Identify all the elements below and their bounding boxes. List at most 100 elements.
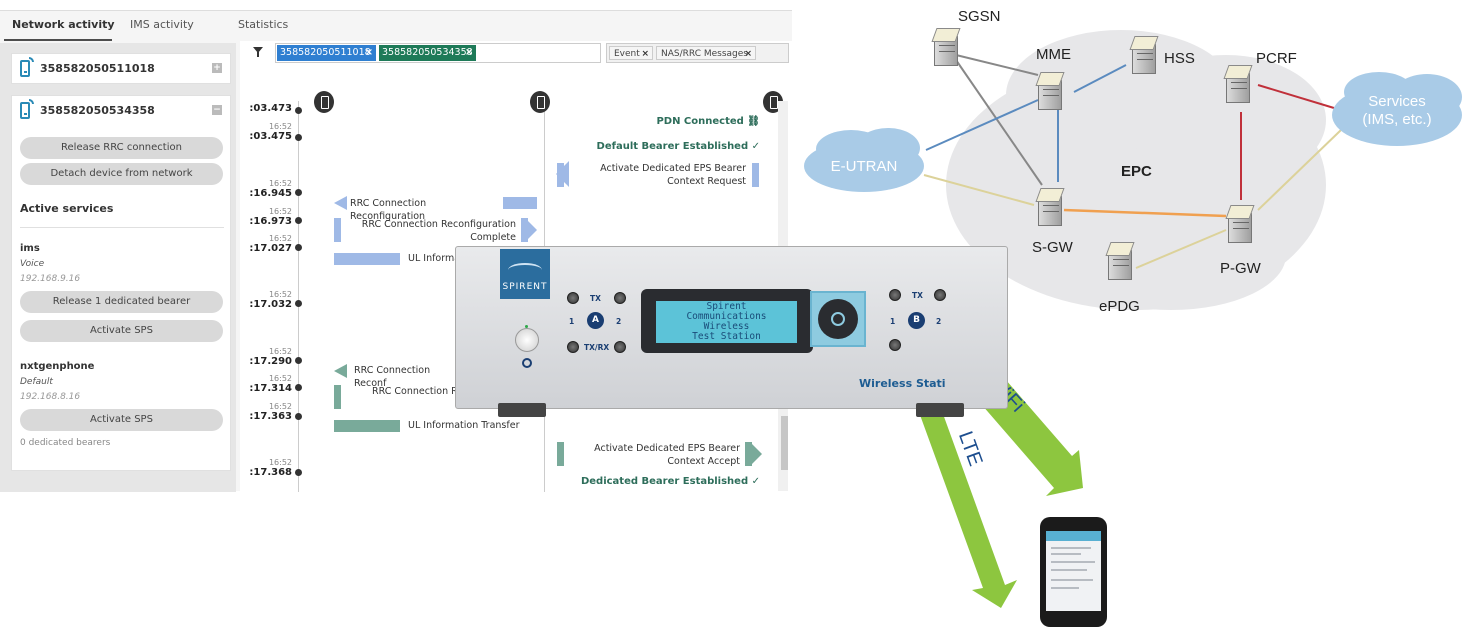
message-arrow-head [525, 218, 537, 242]
station-foot [916, 403, 964, 417]
service-ip: 192.168.9.16 [20, 274, 81, 284]
navigation-pad[interactable] [810, 291, 866, 347]
spirent-logo: SPIRENT [500, 249, 550, 299]
event-chip[interactable]: NAS/RRC Messages× [656, 46, 756, 60]
device-id: 358582050511018 [40, 62, 155, 75]
activate-sps-button[interactable]: Activate SPS [20, 320, 223, 342]
message-arrow-tail [557, 442, 564, 466]
event-default-bearer[interactable]: Default Bearer Established ✓ [596, 141, 760, 152]
mobile-device-icon [20, 99, 34, 119]
smartphone-screen [1046, 531, 1101, 611]
message-ul-information-transfer[interactable]: UL Information Transfer [408, 420, 520, 431]
release-rrc-button[interactable]: Release RRC connection [20, 137, 223, 159]
station-foot [498, 403, 546, 417]
device-card[interactable]: 358582050511018 + [11, 53, 231, 84]
message-arrow-head [556, 161, 569, 187]
event-pdn-connected[interactable]: PDN Connected ⛓ [656, 116, 760, 127]
device-id: 358582050534358 [40, 104, 155, 117]
tab-bar: Network activity IMS activity Statistics [0, 11, 792, 41]
port-number: 1 [569, 317, 575, 326]
antenna-lane-icon [530, 91, 550, 113]
device-filter-input[interactable]: 358582050511018× 358582050534358× [275, 43, 601, 63]
eutran-cloud-part [856, 128, 920, 168]
event-filter-input[interactable]: Event× NAS/RRC Messages× [606, 43, 789, 63]
sgsn-server-icon [931, 28, 961, 66]
link-mme-hss [1073, 64, 1127, 93]
message-arrow-head [750, 442, 762, 466]
timestamp: 16:52:17.363 [249, 402, 292, 422]
service-type: Voice [20, 259, 45, 269]
remove-chip-icon[interactable]: × [641, 49, 649, 59]
timestamp: 16:52:16.973 [249, 207, 292, 227]
timestamp: 16:52:17.290 [249, 347, 292, 367]
timeline-dot [295, 217, 302, 224]
pgw-server-icon [1225, 205, 1255, 243]
port-b-badge: B [908, 312, 925, 329]
filter-bar: 358582050511018× 358582050534358× Event×… [240, 41, 792, 65]
rf-connector-icon [567, 341, 579, 353]
tab-statistics[interactable]: Statistics [238, 18, 289, 31]
service-type: Default [20, 377, 53, 387]
pgw-label: P-GW [1220, 260, 1261, 277]
message-rrc-reconfiguration[interactable]: RRC Connection Reconf [354, 365, 431, 389]
active-services-title: Active services [20, 202, 114, 215]
port-number: 2 [936, 317, 942, 326]
event-dedicated-bearer[interactable]: Dedicated Bearer Established ✓ [580, 476, 760, 487]
services-cloud-part [1392, 74, 1462, 120]
rf-connector-icon [614, 341, 626, 353]
timeline-dot [295, 300, 302, 307]
tab-network-activity[interactable]: Network activity [12, 18, 115, 31]
sgsn-label: SGSN [958, 8, 1001, 25]
event-chip[interactable]: Event× [609, 46, 653, 60]
message-arrow-bar [334, 218, 341, 242]
timeline-dot [295, 107, 302, 114]
message-arrow-head [334, 364, 347, 378]
lte-label: LTE [954, 428, 987, 469]
message-activate-dedicated-accept[interactable]: Activate Dedicated EPS Bearer Context Ac… [594, 443, 740, 467]
filter-chip[interactable]: 358582050511018× [277, 45, 376, 61]
release-dedicated-bearer-button[interactable]: Release 1 dedicated bearer [20, 291, 223, 313]
remove-chip-icon[interactable]: × [744, 49, 752, 59]
activate-sps-button[interactable]: Activate SPS [20, 409, 223, 431]
port-number: 2 [616, 317, 622, 326]
remove-chip-icon[interactable]: × [365, 47, 373, 58]
sgw-label: S-GW [1032, 239, 1073, 256]
remove-chip-icon[interactable]: × [465, 47, 473, 58]
tab-ims-activity[interactable]: IMS activity [130, 18, 194, 31]
scrollbar-thumb[interactable] [781, 416, 788, 470]
collapse-icon[interactable]: − [212, 105, 222, 115]
rf-connector-icon [934, 289, 946, 301]
link-sgw-pgw [1063, 208, 1227, 218]
rf-connector-icon [889, 289, 901, 301]
port-number: 1 [890, 317, 896, 326]
eutran-label: E-UTRAN [830, 158, 898, 175]
power-button[interactable] [515, 328, 539, 352]
message-activate-dedicated-request[interactable]: Activate Dedicated EPS Bearer Context Re… [600, 163, 746, 187]
filter-icon[interactable] [253, 47, 263, 57]
message-rrc-reconfiguration-complete[interactable]: RRC Connection Re [372, 386, 464, 397]
timeline-dot [295, 469, 302, 476]
link-sgsn-sgw [955, 59, 1043, 186]
message-arrow-head [334, 196, 347, 210]
link-eutran-mme [925, 99, 1039, 151]
timestamp: 16:52:17.027 [249, 234, 292, 254]
tx-label: TX [912, 291, 923, 300]
timestamp: 16:52:17.314 [249, 374, 292, 394]
message-arrow-bar [503, 197, 537, 209]
timestamp: 16:52:03.475 [249, 122, 292, 142]
timeline-dot [295, 189, 302, 196]
port-a-badge: A [587, 312, 604, 329]
filter-chip[interactable]: 358582050534358× [379, 45, 476, 61]
rf-connector-icon [889, 339, 901, 351]
diagram-links [923, 54, 1342, 269]
detach-device-button[interactable]: Detach device from network [20, 163, 223, 185]
expand-icon[interactable]: + [212, 63, 222, 73]
message-rrc-reconfiguration[interactable]: RRC Connection Reconfiguration [350, 198, 427, 222]
timestamp: :03.473 [249, 103, 292, 114]
txrx-label: TX/RX [584, 343, 610, 352]
station-brand-label: Wireless Stati [859, 377, 946, 390]
message-rrc-reconfiguration-complete[interactable]: RRC Connection Reconfiguration Complete [361, 219, 516, 243]
check-icon: ✓ [751, 476, 760, 487]
link-sgsn-mme [955, 54, 1039, 76]
timeline-dot [295, 134, 302, 141]
